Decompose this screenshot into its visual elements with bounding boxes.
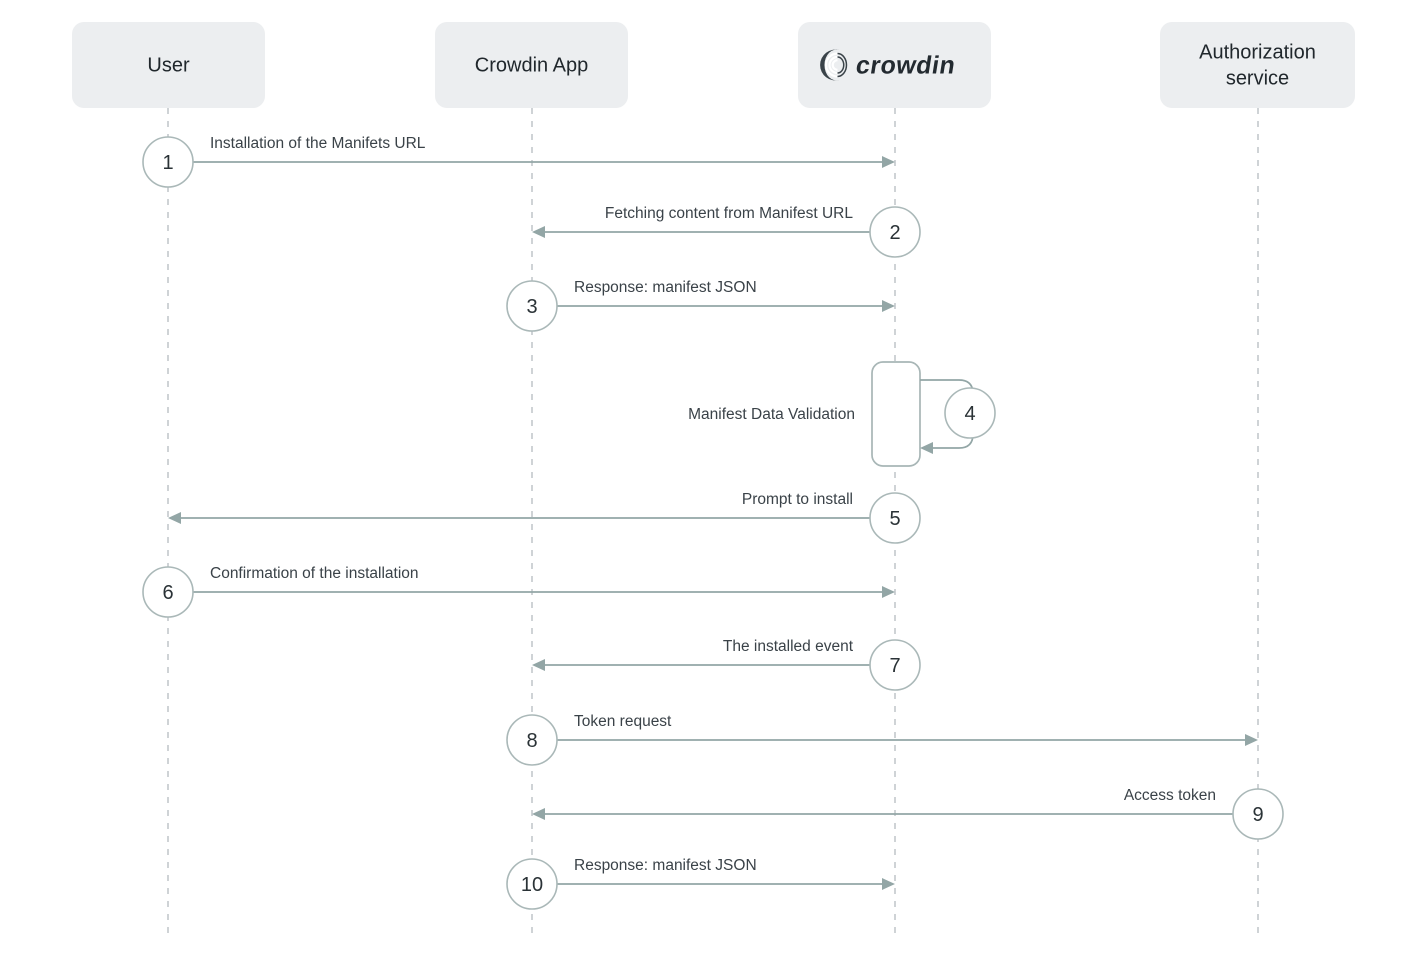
message-step-6: 6 Confirmation of the installation	[142, 565, 895, 618]
step-circle-9[interactable]	[1232, 788, 1284, 840]
actor-box-background	[1160, 22, 1355, 108]
message-label-2: Fetching content from Manifest URL	[605, 205, 853, 222]
actor-header-user[interactable]: User	[72, 22, 265, 108]
arrow-head	[882, 878, 895, 890]
arrow-head	[168, 512, 181, 524]
step-circle-2[interactable]	[869, 206, 921, 258]
message-label-9: Access token	[1124, 787, 1216, 804]
step-circle-10[interactable]	[506, 858, 558, 910]
arrow-head	[532, 226, 545, 238]
message-label-1: Installation of the Manifets URL	[210, 135, 426, 152]
actor-header-crowdin-app[interactable]: Crowdin App	[435, 22, 628, 108]
message-step-2: 2 Fetching content from Manifest URL	[532, 205, 921, 258]
message-step-1: 1 Installation of the Manifets URL	[142, 135, 895, 188]
message-label-6: Confirmation of the installation	[210, 565, 419, 582]
message-step-5: 5 Prompt to install	[168, 491, 921, 544]
arrow-head	[920, 442, 933, 454]
message-label-5: Prompt to install	[742, 491, 853, 508]
message-step-4: 4 Manifest Data Validation	[688, 361, 996, 467]
step-circle-5[interactable]	[869, 492, 921, 544]
step-number-1: 1	[162, 152, 173, 174]
step-number-10: 10	[521, 874, 543, 896]
message-label-10: Response: manifest JSON	[574, 857, 757, 874]
step-circle-7[interactable]	[869, 639, 921, 691]
activation-box	[871, 361, 921, 467]
step-number-7: 7	[889, 655, 900, 677]
message-step-8: 8 Token request	[506, 713, 1258, 766]
step-number-2: 2	[889, 222, 900, 244]
message-step-9: 9 Access token	[532, 787, 1284, 840]
actor-headers-group: User Crowdin App crowdin Authorization servi…	[72, 22, 1355, 108]
step-circle-8[interactable]	[506, 714, 558, 766]
actor-label: Crowdin App	[475, 54, 588, 76]
crowdin-logo-icon	[820, 49, 848, 81]
actor-header-crowdin[interactable]: crowdin	[798, 22, 991, 108]
arrow-head	[882, 300, 895, 312]
step-number-4: 4	[964, 403, 975, 425]
message-step-10: 10 Response: manifest JSON	[506, 857, 895, 910]
step-circle-6[interactable]	[142, 566, 194, 618]
step-circle-4[interactable]	[944, 387, 996, 439]
step-number-8: 8	[526, 730, 537, 752]
message-label-3: Response: manifest JSON	[574, 279, 757, 296]
actor-label-line-2: service	[1226, 67, 1289, 89]
step-number-3: 3	[526, 296, 537, 318]
message-label-8: Token request	[574, 713, 672, 730]
arrow-head	[882, 156, 895, 168]
arrow-head	[532, 659, 545, 671]
arrow-head	[882, 586, 895, 598]
actor-box-background	[435, 22, 628, 108]
message-label-7: The installed event	[723, 638, 854, 655]
step-number-5: 5	[889, 508, 900, 530]
arrow-head	[532, 808, 545, 820]
step-circle-1[interactable]	[142, 136, 194, 188]
actor-label-line-1: Authorization	[1199, 41, 1316, 63]
actor-box-background	[798, 22, 991, 108]
actor-box-background	[72, 22, 265, 108]
message-label-4: Manifest Data Validation	[688, 406, 855, 423]
crowdin-logo-wordmark: crowdin	[854, 52, 958, 80]
step-circle-3[interactable]	[506, 280, 558, 332]
step-number-9: 9	[1252, 804, 1263, 826]
message-step-3: 3 Response: manifest JSON	[506, 279, 895, 332]
message-step-7: 7 The installed event	[532, 638, 921, 691]
actor-label: User	[147, 54, 190, 76]
arrow-head	[1245, 734, 1258, 746]
step-number-6: 6	[162, 582, 173, 604]
actor-header-authorization-service[interactable]: Authorization service	[1160, 22, 1355, 108]
messages-group: 1 Installation of the Manifets URL 2 Fetchi…	[142, 135, 1284, 910]
